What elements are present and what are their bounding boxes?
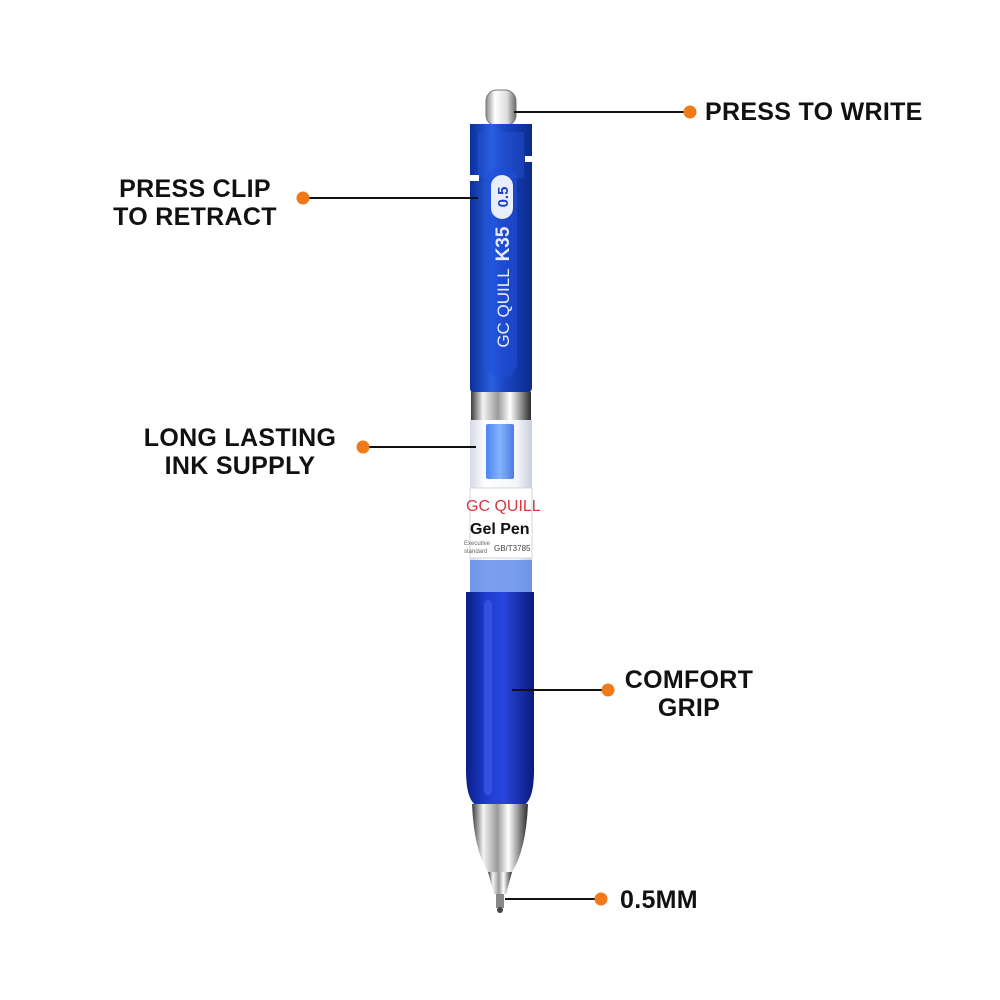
callout-text: TO RETRACT [113, 203, 277, 231]
nose-cone [472, 804, 528, 913]
callout-text: LONG LASTING [143, 424, 337, 452]
callout-ink-supply: LONG LASTING INK SUPPLY [130, 424, 350, 480]
comfort-grip [466, 592, 534, 806]
push-button [485, 89, 517, 127]
callout-text: INK SUPPLY [164, 452, 316, 480]
window-brand-text: GC QUILL [466, 498, 541, 515]
window-standard-label-2: standard [464, 549, 487, 555]
callout-text: COMFORT [624, 666, 754, 694]
window-product-text: Gel Pen [470, 521, 530, 538]
callout-dot [601, 683, 615, 697]
leader-press-to-write [514, 105, 697, 119]
callout-dot [296, 191, 310, 205]
callout-dot [594, 892, 608, 906]
callout-text: 0.5MM [620, 886, 698, 914]
leader-ink-supply [356, 440, 476, 454]
tip-size-badge-text: 0.5 [495, 187, 512, 208]
window-standard-label-1: Executive [464, 541, 491, 547]
callout-dot [356, 440, 370, 454]
leader-press-clip [296, 191, 478, 205]
callout-press-to-write: PRESS TO WRITE [705, 98, 923, 126]
upper-barrel [470, 124, 532, 394]
callout-comfort-grip: COMFORT GRIP [614, 666, 764, 722]
leader-comfort-grip [512, 683, 615, 697]
callout-tip: 0.5MM [620, 886, 698, 914]
barrel-brand-text: GC QUILL [494, 268, 513, 347]
leader-tip [505, 892, 608, 906]
ink-window [469, 420, 533, 592]
tip-size-badge [491, 175, 513, 219]
callout-text: PRESS CLIP [119, 175, 271, 203]
callout-press-clip: PRESS CLIP TO RETRACT [105, 175, 285, 231]
barrel-model-text: K35 [493, 226, 514, 261]
callout-text: GRIP [657, 694, 721, 722]
callout-dot [683, 105, 697, 119]
chrome-ring-upper [471, 392, 531, 420]
window-standard-code: GB/T3785 [494, 544, 531, 553]
callout-text: PRESS TO WRITE [705, 98, 923, 126]
